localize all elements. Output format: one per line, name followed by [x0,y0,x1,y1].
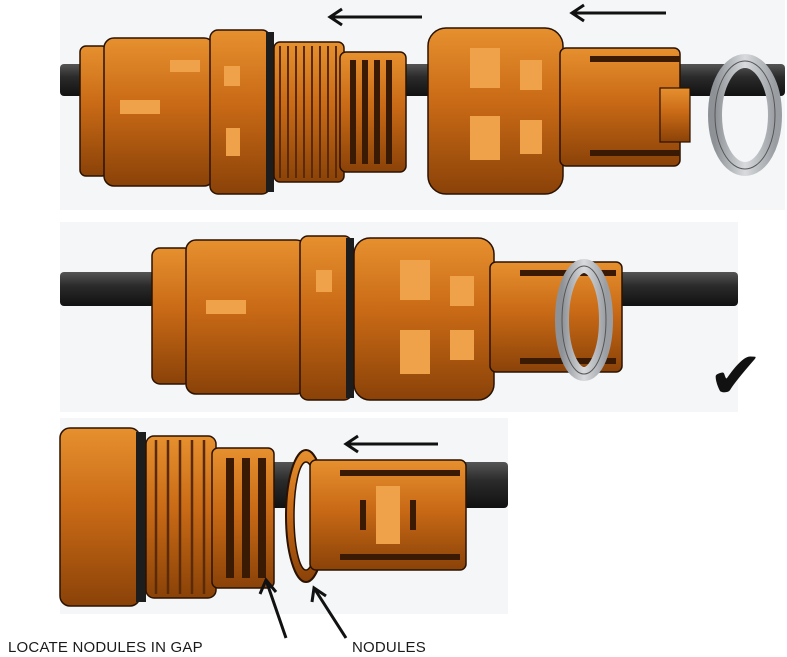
cap-nut [427,27,691,195]
direction-arrow [327,7,422,27]
assembled-connector [151,235,623,401]
direction-arrow [569,3,666,23]
connector-body [79,29,407,195]
pointer-arrow [258,577,288,639]
step-1-panel [60,0,785,210]
direction-arrow [343,434,438,454]
clip-ring [555,259,613,381]
clamp-cage [285,449,467,583]
threaded-body [59,427,275,607]
clip-ring [708,54,782,176]
gap-callout-label: LOCATE NODULES IN GAP [8,639,203,656]
step-3-panel [59,418,508,639]
nodules-callout-label: NODULES [352,639,426,656]
step-2-panel: ✔ [60,222,763,414]
pointer-arrow [310,585,348,639]
checkmark-icon: ✔ [708,337,763,414]
